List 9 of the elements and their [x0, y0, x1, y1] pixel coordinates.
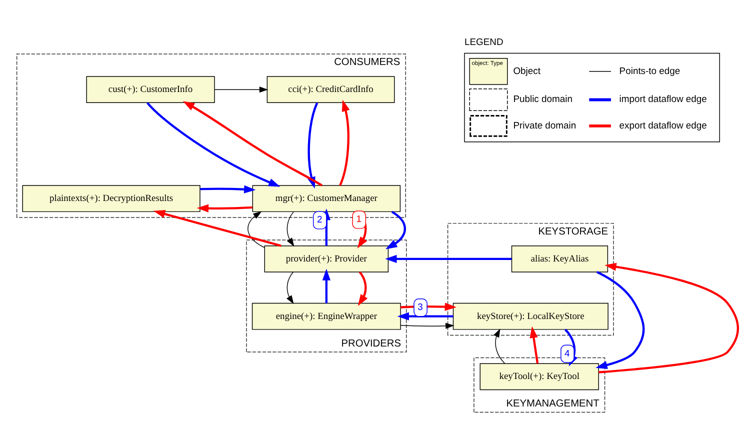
legend-label: Private domain	[513, 120, 576, 132]
legend-label: Public domain	[513, 94, 572, 106]
edge-label: 4	[564, 348, 570, 360]
legend-label: export dataflow edge	[619, 120, 707, 132]
legend-label: Points-to edge	[619, 66, 680, 77]
edge-label: 3	[418, 302, 423, 314]
label: LEGEND	[464, 36, 504, 48]
legend-label: Object	[513, 66, 540, 77]
legend-label: import dataflow edge	[619, 94, 707, 106]
